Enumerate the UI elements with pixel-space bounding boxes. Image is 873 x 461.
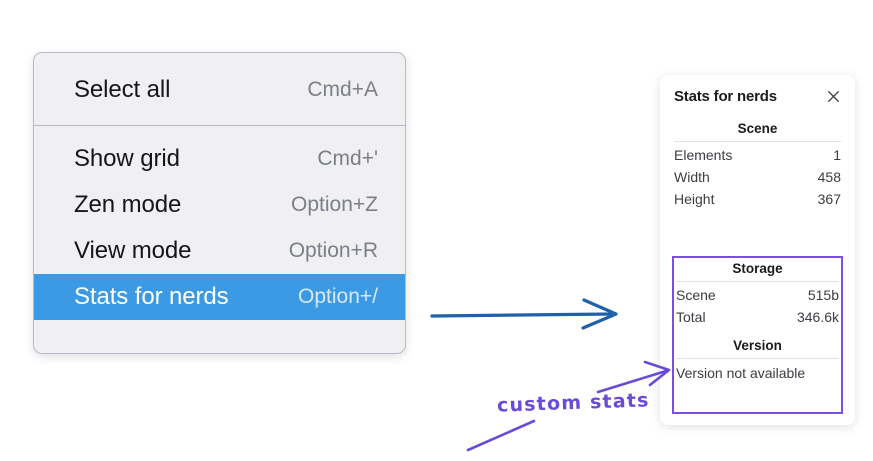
stat-key: Height (674, 191, 715, 207)
stat-row-storage-scene: Scene 515b (676, 284, 839, 306)
stat-key: Width (674, 169, 710, 185)
close-icon[interactable] (826, 89, 841, 104)
menu-item-view-mode[interactable]: View mode Option+R (34, 228, 405, 274)
stat-row-width: Width 458 (674, 166, 841, 188)
panel-header: Stats for nerds (674, 88, 841, 105)
divider (676, 358, 839, 359)
purple-arrow-icon (596, 360, 671, 394)
menu-item-shortcut: Cmd+A (307, 78, 378, 101)
menu-bottom-padding (34, 320, 405, 340)
version-not-available-text: Version not available (676, 365, 806, 381)
stat-value: 367 (817, 191, 841, 207)
stat-row-storage-total: Total 346.6k (676, 306, 839, 328)
section-heading-version: Version (733, 338, 782, 353)
menu-section-view: Show grid Cmd+' Zen mode Option+Z View m… (34, 126, 405, 340)
stat-value: 458 (817, 169, 841, 185)
menu-item-label: View mode (74, 237, 192, 264)
stat-row-height: Height 367 (674, 188, 841, 210)
menu-item-shortcut: Option+R (288, 239, 378, 262)
custom-stats-highlight-box: Storage Scene 515b Total 346.6k Version … (672, 256, 843, 414)
stat-key: Total (676, 309, 706, 325)
menu-item-select-all[interactable]: Select all Cmd+A (34, 67, 405, 113)
menu-item-stats-for-nerds[interactable]: Stats for nerds Option+/ (34, 274, 405, 320)
section-heading-storage: Storage (732, 261, 783, 276)
menu-section-primary: Select all Cmd+A (34, 53, 405, 126)
menu-item-label: Zen mode (74, 191, 182, 218)
blue-arrow-icon (430, 298, 618, 330)
purple-underline-stroke (466, 419, 536, 452)
menu-item-label: Show grid (74, 145, 180, 172)
divider (674, 141, 841, 142)
section-heading-scene: Scene (737, 121, 778, 136)
menu-item-label: Stats for nerds (74, 283, 229, 310)
context-menu[interactable]: Select all Cmd+A Show grid Cmd+' Zen mod… (33, 52, 406, 354)
stats-for-nerds-panel[interactable]: Stats for nerds Scene Elements 1 Width 4… (660, 75, 855, 425)
divider (676, 281, 839, 282)
page-title: Stats for nerds (674, 88, 777, 105)
stat-value: 515b (807, 287, 839, 303)
stat-row-elements: Elements 1 (674, 144, 841, 166)
menu-item-label: Select all (74, 76, 171, 103)
menu-item-shortcut: Cmd+' (317, 147, 378, 170)
menu-item-shortcut: Option+Z (291, 193, 378, 216)
custom-stats-annotation-label: custom stats (496, 389, 650, 417)
menu-item-show-grid[interactable]: Show grid Cmd+' (34, 136, 405, 182)
stat-value: 1 (833, 147, 841, 163)
menu-item-zen-mode[interactable]: Zen mode Option+Z (34, 182, 405, 228)
stat-value: 346.6k (796, 309, 839, 325)
stat-key: Scene (676, 287, 716, 303)
menu-item-shortcut: Option+/ (298, 285, 378, 308)
stat-key: Elements (674, 147, 733, 163)
